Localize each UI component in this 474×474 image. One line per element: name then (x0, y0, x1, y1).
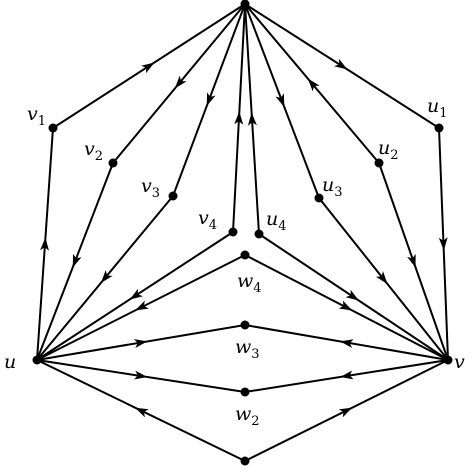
vertex-label-w2: w2 (235, 403, 260, 429)
vertex-bottom (240, 456, 250, 466)
vertex-label-v2: v2 (84, 138, 103, 164)
vertex-label-letter: v (141, 175, 152, 197)
vertex-label-u1: u1 (427, 95, 448, 121)
arrowhead-bottom-v (338, 407, 353, 418)
arrowhead-u-v1 (40, 237, 49, 251)
vertex-label-v3: v3 (141, 175, 160, 201)
vertex-label-letter: u (266, 208, 278, 230)
vertex-u2 (374, 158, 384, 168)
vertex-u4 (254, 229, 264, 239)
vertex-label-u4: u4 (266, 208, 287, 234)
vertex-label-letter: u (427, 95, 439, 117)
arrowhead-top-v3 (206, 92, 216, 107)
vertex-label-letter: w (235, 403, 251, 425)
arrowhead-u-w2 (133, 370, 148, 380)
vertex-label-letter: u (378, 137, 390, 159)
arrowhead-v2-u (72, 253, 82, 268)
vertex-label-v: v (454, 351, 465, 373)
vertex-w2 (240, 387, 250, 397)
arrowhead-top-v2 (174, 75, 187, 89)
arrowhead-u4-v (345, 289, 359, 301)
arrowhead-u1-v (438, 237, 448, 251)
vertex-label-v1: v1 (27, 103, 46, 129)
vertex-label-letter: u (4, 351, 16, 373)
node-layer (32, 0, 453, 466)
vertex-u1 (434, 123, 444, 133)
vertex-label-subscript: 3 (334, 185, 342, 200)
vertex-w4 (240, 250, 250, 260)
vertex-label-subscript: 3 (152, 186, 160, 201)
vertex-v2 (108, 158, 118, 168)
vertex-label-letter: u (322, 174, 334, 196)
vertex-label-w3: w3 (235, 336, 260, 362)
arrowhead-u2-v (407, 253, 416, 268)
vertex-v1 (48, 123, 58, 133)
vertex-u (32, 355, 42, 365)
vertex-label-letter: w (237, 270, 253, 292)
arrowhead-v1-top (141, 62, 155, 74)
arrowhead-top-u1 (334, 58, 348, 70)
vertex-label-letter: v (454, 351, 465, 373)
vertex-v3 (168, 191, 178, 201)
vertex-top (240, 0, 250, 9)
arrowhead-u3-v (375, 271, 388, 285)
edge-layer (36, 3, 449, 462)
vertex-label-subscript: 2 (390, 148, 398, 163)
vertex-v (443, 355, 453, 365)
arrowhead-w4-v (338, 300, 353, 311)
arrowhead-v4-u (129, 288, 143, 300)
vertex-label-u2: u2 (378, 137, 399, 163)
vertex-label-letter: v (84, 138, 95, 160)
vertex-label-subscript: 1 (439, 106, 447, 121)
vertex-label-subscript: 4 (209, 218, 217, 233)
vertex-u3 (314, 193, 324, 203)
arrowhead-u-w3 (133, 339, 148, 348)
arrowhead-v3-u (100, 270, 113, 283)
arrowhead-u4-top (247, 112, 257, 126)
arrowhead-top-u3 (275, 93, 285, 108)
vertex-label-letter: v (198, 207, 209, 229)
arrowhead-v-w3 (340, 339, 354, 348)
vertex-label-subscript: 2 (95, 149, 103, 164)
vertex-label-subscript: 4 (253, 281, 261, 296)
arrowhead-bottom-u (135, 407, 149, 418)
vertex-v4 (228, 227, 238, 237)
vertex-label-w4: w4 (237, 270, 262, 296)
arrowhead-v4-top (234, 111, 244, 125)
vertex-label-subscript: 3 (251, 347, 259, 362)
vertex-label-u: u (4, 351, 16, 373)
vertex-label-subscript: 2 (251, 414, 259, 429)
vertex-label-subscript: 1 (38, 114, 46, 129)
arrowhead-u2-top (307, 78, 320, 92)
arrowhead-w4-u (135, 300, 149, 311)
vertex-w3 (240, 320, 250, 330)
vertex-label-letter: w (235, 336, 251, 358)
arrowhead-v-w2 (340, 370, 354, 380)
vertex-label-v4: v4 (198, 207, 217, 233)
vertex-label-letter: v (27, 103, 38, 125)
vertex-label-subscript: 4 (278, 219, 286, 234)
vertex-label-u3: u3 (322, 174, 343, 200)
